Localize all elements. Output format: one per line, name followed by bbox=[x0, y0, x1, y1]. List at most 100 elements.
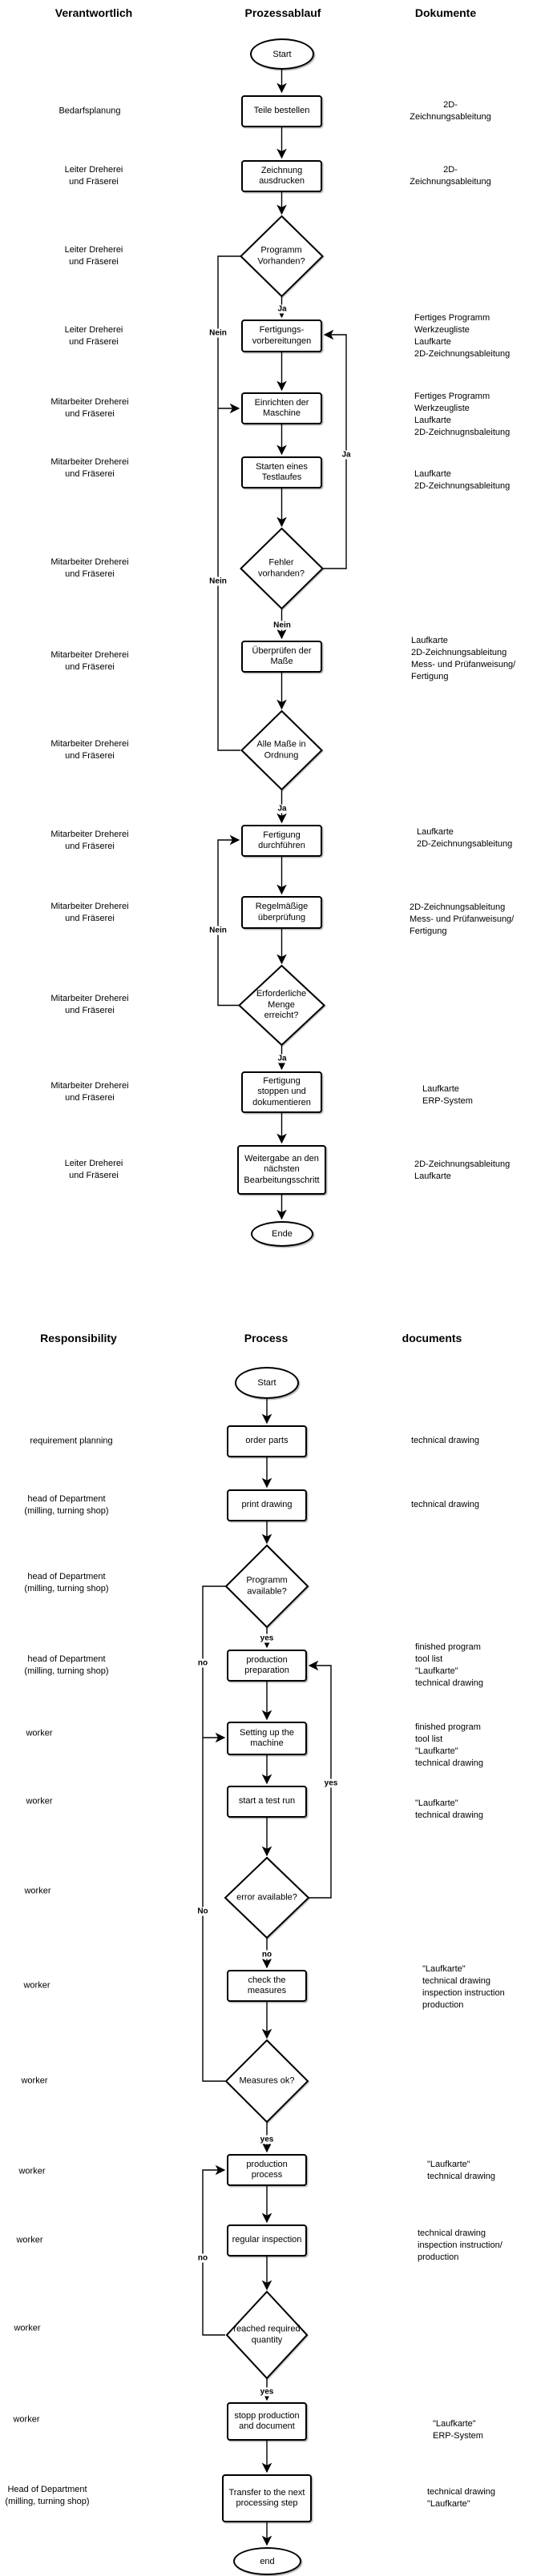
en-resp-machine-setup: worker bbox=[26, 1728, 53, 1738]
en-node-machine-setup: Setting up the machine bbox=[227, 1722, 307, 1755]
de-resp-run-production: Mitarbeiter Dreherei und Fräserei bbox=[50, 830, 129, 851]
de-edge-label-error-nein: Nein bbox=[272, 621, 293, 630]
de-resp-error-available: Mitarbeiter Dreherei und Fräserei bbox=[50, 557, 129, 579]
en-resp-quantity-reached: worker bbox=[14, 2323, 41, 2333]
en-edge-label-prog-no: no bbox=[196, 1658, 210, 1668]
en-edge-label-error-no: no bbox=[260, 1950, 274, 1959]
en-docs-transfer-next-step: technical drawing "Laufkarte" bbox=[427, 2487, 495, 2509]
en-start-terminator: Start bbox=[235, 1367, 299, 1399]
de-node-test-run: Starten eines Testlaufes bbox=[241, 456, 322, 488]
de-resp-quantity-reached: Mitarbeiter Dreherei und Fräserei bbox=[50, 994, 129, 1015]
en-column-header-documents: documents bbox=[402, 1332, 462, 1344]
en-docs-print-drawing: technical drawing bbox=[411, 1500, 479, 1509]
de-node-machine-setup: Einrichten der Maschine bbox=[241, 392, 322, 424]
en-node-print-drawing: print drawing bbox=[227, 1489, 307, 1521]
en-edge-label-qty-no: no bbox=[196, 2253, 210, 2263]
de-docs-run-production: Laufkarte 2D-Zeichnungsableitung bbox=[417, 827, 513, 849]
en-docs-production-preparation: finished program tool list "Laufkarte" t… bbox=[415, 1642, 483, 1688]
de-docs-stop-production: Laufkarte ERP-System bbox=[422, 1084, 473, 1106]
en-edge-label-error-yes: yes bbox=[322, 1778, 340, 1788]
en-node-test-run: start a test run bbox=[227, 1786, 307, 1818]
de-edge-label-qty-nein: Nein bbox=[208, 926, 228, 935]
de-node-run-production: Fertigung durchführen bbox=[241, 825, 322, 857]
de-end-terminator: Ende bbox=[251, 1221, 313, 1247]
en-node-order-parts: order parts bbox=[227, 1425, 307, 1457]
de-node-print-drawing: Zeichnung ausdrucken bbox=[241, 160, 322, 192]
en-decision-error-available bbox=[224, 1856, 310, 1939]
de-resp-transfer-next-step: Leiter Dreherei und Fräserei bbox=[64, 1159, 123, 1180]
en-resp-run-production: worker bbox=[18, 2166, 46, 2176]
de-resp-production-preparation: Leiter Dreherei und Fräserei bbox=[64, 325, 123, 347]
de-docs-transfer-next-step: 2D-Zeichnungsableitung Laufkarte bbox=[414, 1159, 511, 1181]
en-docs-regular-inspection: technical drawing inspection instruction… bbox=[418, 2228, 503, 2262]
en-node-check-measures: check the measures bbox=[227, 1970, 307, 2002]
de-docs-check-measures: Laufkarte 2D-Zeichnungsableitung Mess- u… bbox=[411, 636, 516, 681]
de-edge-label-qty-ja: Ja bbox=[276, 1054, 289, 1063]
en-docs-order-parts: technical drawing bbox=[411, 1436, 479, 1445]
en-edge-qty-no-loop bbox=[202, 2164, 226, 2336]
de-docs-regular-inspection: 2D-Zeichnungsableitung Mess- und Prüfanw… bbox=[410, 902, 515, 936]
en-resp-production-preparation: head of Department (milling, turning sho… bbox=[24, 1654, 109, 1676]
en-docs-machine-setup: finished program tool list "Laufkarte" t… bbox=[415, 1722, 483, 1768]
en-resp-stop-production: worker bbox=[13, 2414, 40, 2425]
de-edge-label-ok-nein: Nein bbox=[208, 577, 228, 586]
de-resp-regular-inspection: Mitarbeiter Dreherei und Fräserei bbox=[50, 902, 129, 923]
de-docs-machine-setup: Fertiges Programm Werkzeugliste Laufkart… bbox=[414, 392, 511, 437]
de-node-stop-production: Fertigung stoppen und dokumentieren bbox=[241, 1071, 322, 1113]
en-edge-label-ok-no: No bbox=[196, 1907, 210, 1916]
de-resp-print-drawing: Leiter Dreherei und Fräserei bbox=[64, 165, 123, 187]
de-docs-test-run: Laufkarte 2D-Zeichnungsableitung bbox=[414, 469, 511, 491]
de-resp-stop-production: Mitarbeiter Dreherei und Fräserei bbox=[50, 1081, 129, 1103]
en-label-measures-ok: Measures ok? bbox=[239, 2076, 295, 2086]
de-resp-machine-setup: Mitarbeiter Dreherei und Fräserei bbox=[50, 397, 129, 419]
de-docs-production-preparation: Fertiges Programm Werkzeugliste Laufkart… bbox=[414, 313, 511, 359]
en-edge-no-loop-line bbox=[202, 1585, 226, 2082]
de-label-quantity-reached: Erforderliche Menge erreicht? bbox=[256, 988, 307, 1020]
en-end-terminator: end bbox=[233, 2547, 301, 2575]
en-decision-quantity-reached bbox=[225, 2290, 309, 2380]
de-edge-qty-nein-loop bbox=[217, 834, 240, 1007]
de-resp-program-available: Leiter Dreherei und Fräserei bbox=[64, 245, 123, 267]
en-resp-print-drawing: head of Department (milling, turning sho… bbox=[24, 1494, 109, 1516]
en-node-run-production: production process bbox=[227, 2154, 307, 2186]
en-docs-stop-production: "Laufkarte" ERP-System bbox=[433, 2419, 483, 2441]
en-label-program-available: Programm available? bbox=[246, 1575, 288, 1597]
en-resp-measures-ok: worker bbox=[21, 2076, 48, 2086]
de-node-transfer-next-step: Weitergabe an den nächsten Bearbeitungss… bbox=[237, 1145, 326, 1195]
en-resp-transfer-next-step: Head of Department (milling, turning sho… bbox=[5, 2485, 90, 2506]
de-resp-check-measures: Mitarbeiter Dreherei und Fräserei bbox=[50, 650, 129, 672]
de-resp-test-run: Mitarbeiter Dreherei und Fräserei bbox=[50, 457, 129, 479]
de-decision-measures-ok bbox=[240, 709, 323, 791]
en-label-error-available: error available? bbox=[236, 1892, 297, 1903]
en-decision-measures-ok bbox=[224, 2039, 309, 2124]
en-edge-label-ok-yes: yes bbox=[258, 2135, 276, 2144]
de-start-terminator: Start bbox=[250, 38, 314, 70]
en-column-header-responsibility: Responsibility bbox=[40, 1332, 117, 1344]
en-resp-order-parts: requirement planning bbox=[30, 1436, 113, 1446]
de-resp-order-parts: Bedarfsplanung bbox=[59, 106, 121, 116]
en-label-quantity-reached: reached required quantity bbox=[233, 2324, 301, 2345]
de-node-production-preparation: Fertigungs- vorbereitungen bbox=[241, 319, 322, 352]
de-docs-print-drawing: 2D- Zeichnungsableitung bbox=[410, 165, 491, 187]
de-node-order-parts: Teile bestellen bbox=[241, 95, 322, 127]
de-node-check-measures: Überprüfen der Maße bbox=[241, 641, 322, 673]
en-column-header-process: Process bbox=[244, 1332, 289, 1344]
en-node-stop-production: stopp production and document bbox=[227, 2402, 307, 2441]
de-decision-quantity-reached bbox=[238, 964, 325, 1047]
de-edge-label-ok-ja: Ja bbox=[276, 804, 289, 814]
de-edge-label-prog-nein: Nein bbox=[208, 328, 228, 338]
en-resp-program-available: head of Department (milling, turning sho… bbox=[24, 1572, 109, 1593]
en-decision-program-available bbox=[224, 1544, 309, 1629]
en-resp-test-run: worker bbox=[26, 1796, 53, 1806]
en-edge-label-qty-yes: yes bbox=[258, 2387, 276, 2397]
de-label-program-available: Programm Vorhanden? bbox=[257, 245, 305, 267]
de-node-regular-inspection: Regelmäßige überprüfung bbox=[241, 896, 322, 929]
de-column-header-documents: Dokumente bbox=[414, 6, 477, 19]
de-decision-error-available bbox=[240, 527, 324, 610]
de-column-header-process: Prozessablauf bbox=[244, 6, 321, 19]
en-node-regular-inspection: regular inspection bbox=[227, 2224, 307, 2257]
de-label-error-available: Fehler vorhanden? bbox=[257, 557, 305, 579]
de-edge-label-error-ja: Ja bbox=[340, 450, 353, 460]
